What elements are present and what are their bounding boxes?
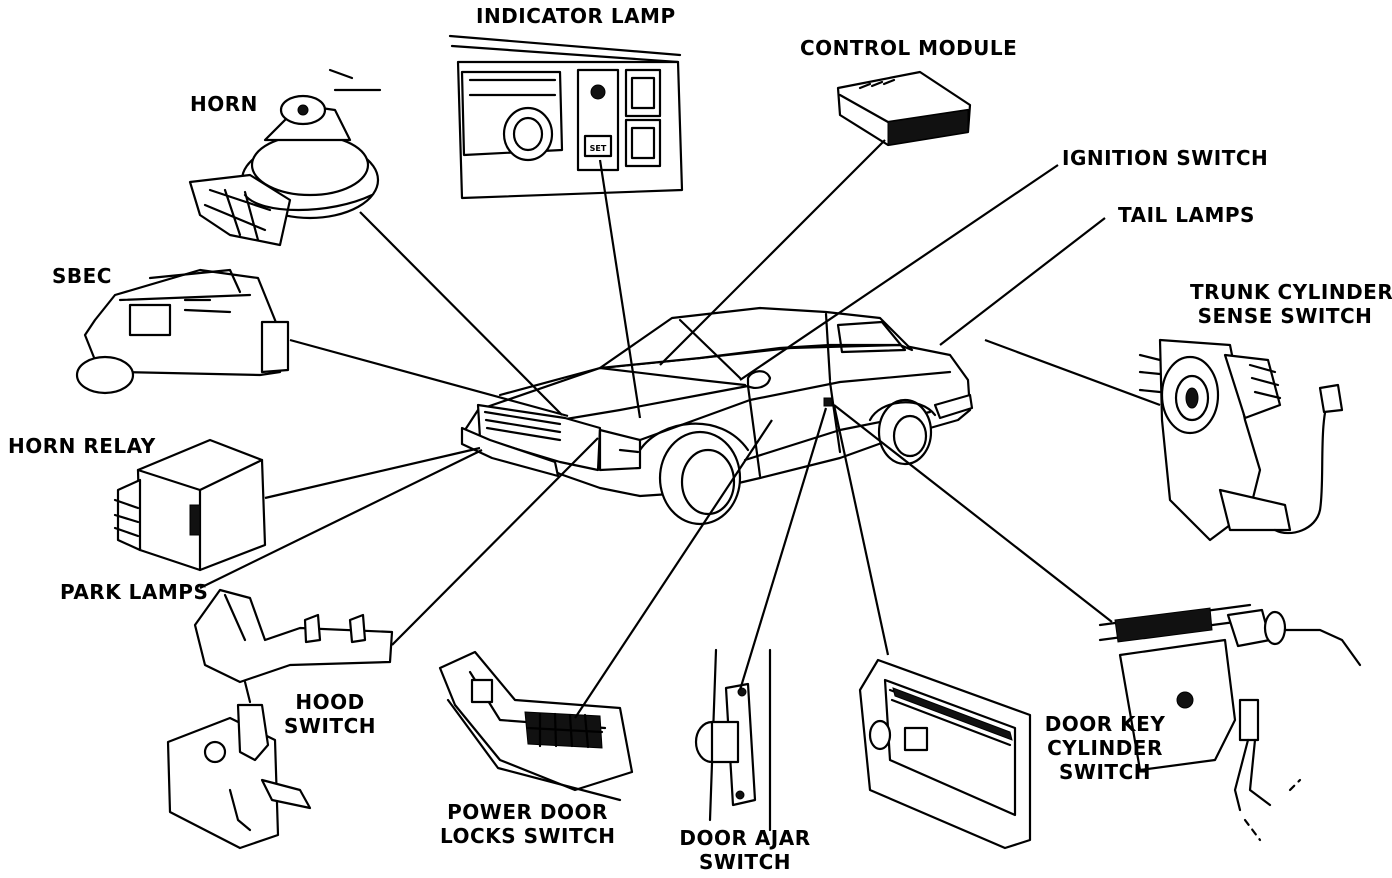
- label-power-door-line2: LOCKS SWITCH: [440, 824, 616, 848]
- label-power-door-locks: POWER DOOR LOCKS SWITCH: [440, 800, 615, 848]
- label-power-door-line1: POWER DOOR: [447, 800, 608, 824]
- label-door-key-line3: SWITCH: [1059, 760, 1151, 784]
- control-module-illustration: [836, 70, 972, 147]
- horn-relay-illustration: [113, 438, 267, 572]
- leader-power-door-locks: [574, 419, 773, 719]
- leader-indicator-lamp: [598, 159, 642, 419]
- trunk-cylinder-illustration: [1138, 338, 1344, 542]
- leader-horn-relay: [264, 446, 481, 500]
- label-indicator-lamp: INDICATOR LAMP: [476, 4, 676, 28]
- door-switch-marker: [823, 397, 833, 407]
- leader-door-key-cylinder: [833, 404, 1113, 623]
- leader-ignition-switch: [739, 164, 1059, 381]
- sbec-illustration: [75, 268, 290, 395]
- leader-trunk-cylinder: [984, 338, 1161, 407]
- label-door-ajar-line1: DOOR AJAR: [679, 826, 811, 850]
- label-door-ajar-line2: SWITCH: [699, 850, 791, 874]
- label-trunk-cylinder-line2: SENSE SWITCH: [1197, 304, 1373, 328]
- leader-park-lamps: [199, 449, 483, 589]
- label-hood-switch: HOOD SWITCH: [280, 690, 380, 738]
- label-hood-switch-line1: HOOD: [295, 690, 365, 714]
- label-ignition-switch: IGNITION SWITCH: [1062, 146, 1269, 170]
- hood-switch-illustration: [166, 588, 394, 850]
- leader-door-ajar: [738, 407, 828, 691]
- leader-sbec: [289, 338, 569, 418]
- leader-hood-switch: [391, 437, 599, 646]
- indicator-lamp-illustration: [448, 34, 684, 200]
- car-body: [460, 306, 974, 526]
- door-ajar-illustration: [694, 648, 772, 832]
- label-trunk-cylinder-line1: TRUNK CYLINDER: [1190, 280, 1392, 304]
- label-control-module: CONTROL MODULE: [800, 36, 1018, 60]
- label-door-key-cylinder: DOOR KEY CYLINDER SWITCH: [1040, 712, 1170, 784]
- power-door-locks-illustration: [438, 650, 634, 802]
- door-key-cylinder-illustration: [1098, 603, 1362, 842]
- label-trunk-cylinder: TRUNK CYLINDER SENSE SWITCH: [1190, 280, 1392, 328]
- label-horn: HORN: [190, 92, 258, 116]
- label-door-key-line2: CYLINDER: [1047, 736, 1163, 760]
- horn-illustration: [188, 68, 382, 247]
- label-hood-switch-line2: SWITCH: [284, 714, 376, 738]
- leader-horn: [359, 211, 563, 416]
- label-sbec: SBEC: [52, 264, 112, 288]
- label-horn-relay: HORN RELAY: [8, 434, 156, 458]
- leader-door-panel: [832, 404, 890, 656]
- label-door-ajar: DOOR AJAR SWITCH: [675, 826, 815, 874]
- set-button-label: SET: [590, 144, 607, 153]
- label-tail-lamps: TAIL LAMPS: [1118, 203, 1255, 227]
- leader-lines: [199, 139, 1161, 719]
- leader-control-module: [659, 139, 886, 366]
- leader-tail-lamps: [939, 217, 1106, 346]
- label-park-lamps: PARK LAMPS: [60, 580, 209, 604]
- door-panel-illustration: [858, 658, 1032, 850]
- label-door-key-line1: DOOR KEY: [1044, 712, 1166, 736]
